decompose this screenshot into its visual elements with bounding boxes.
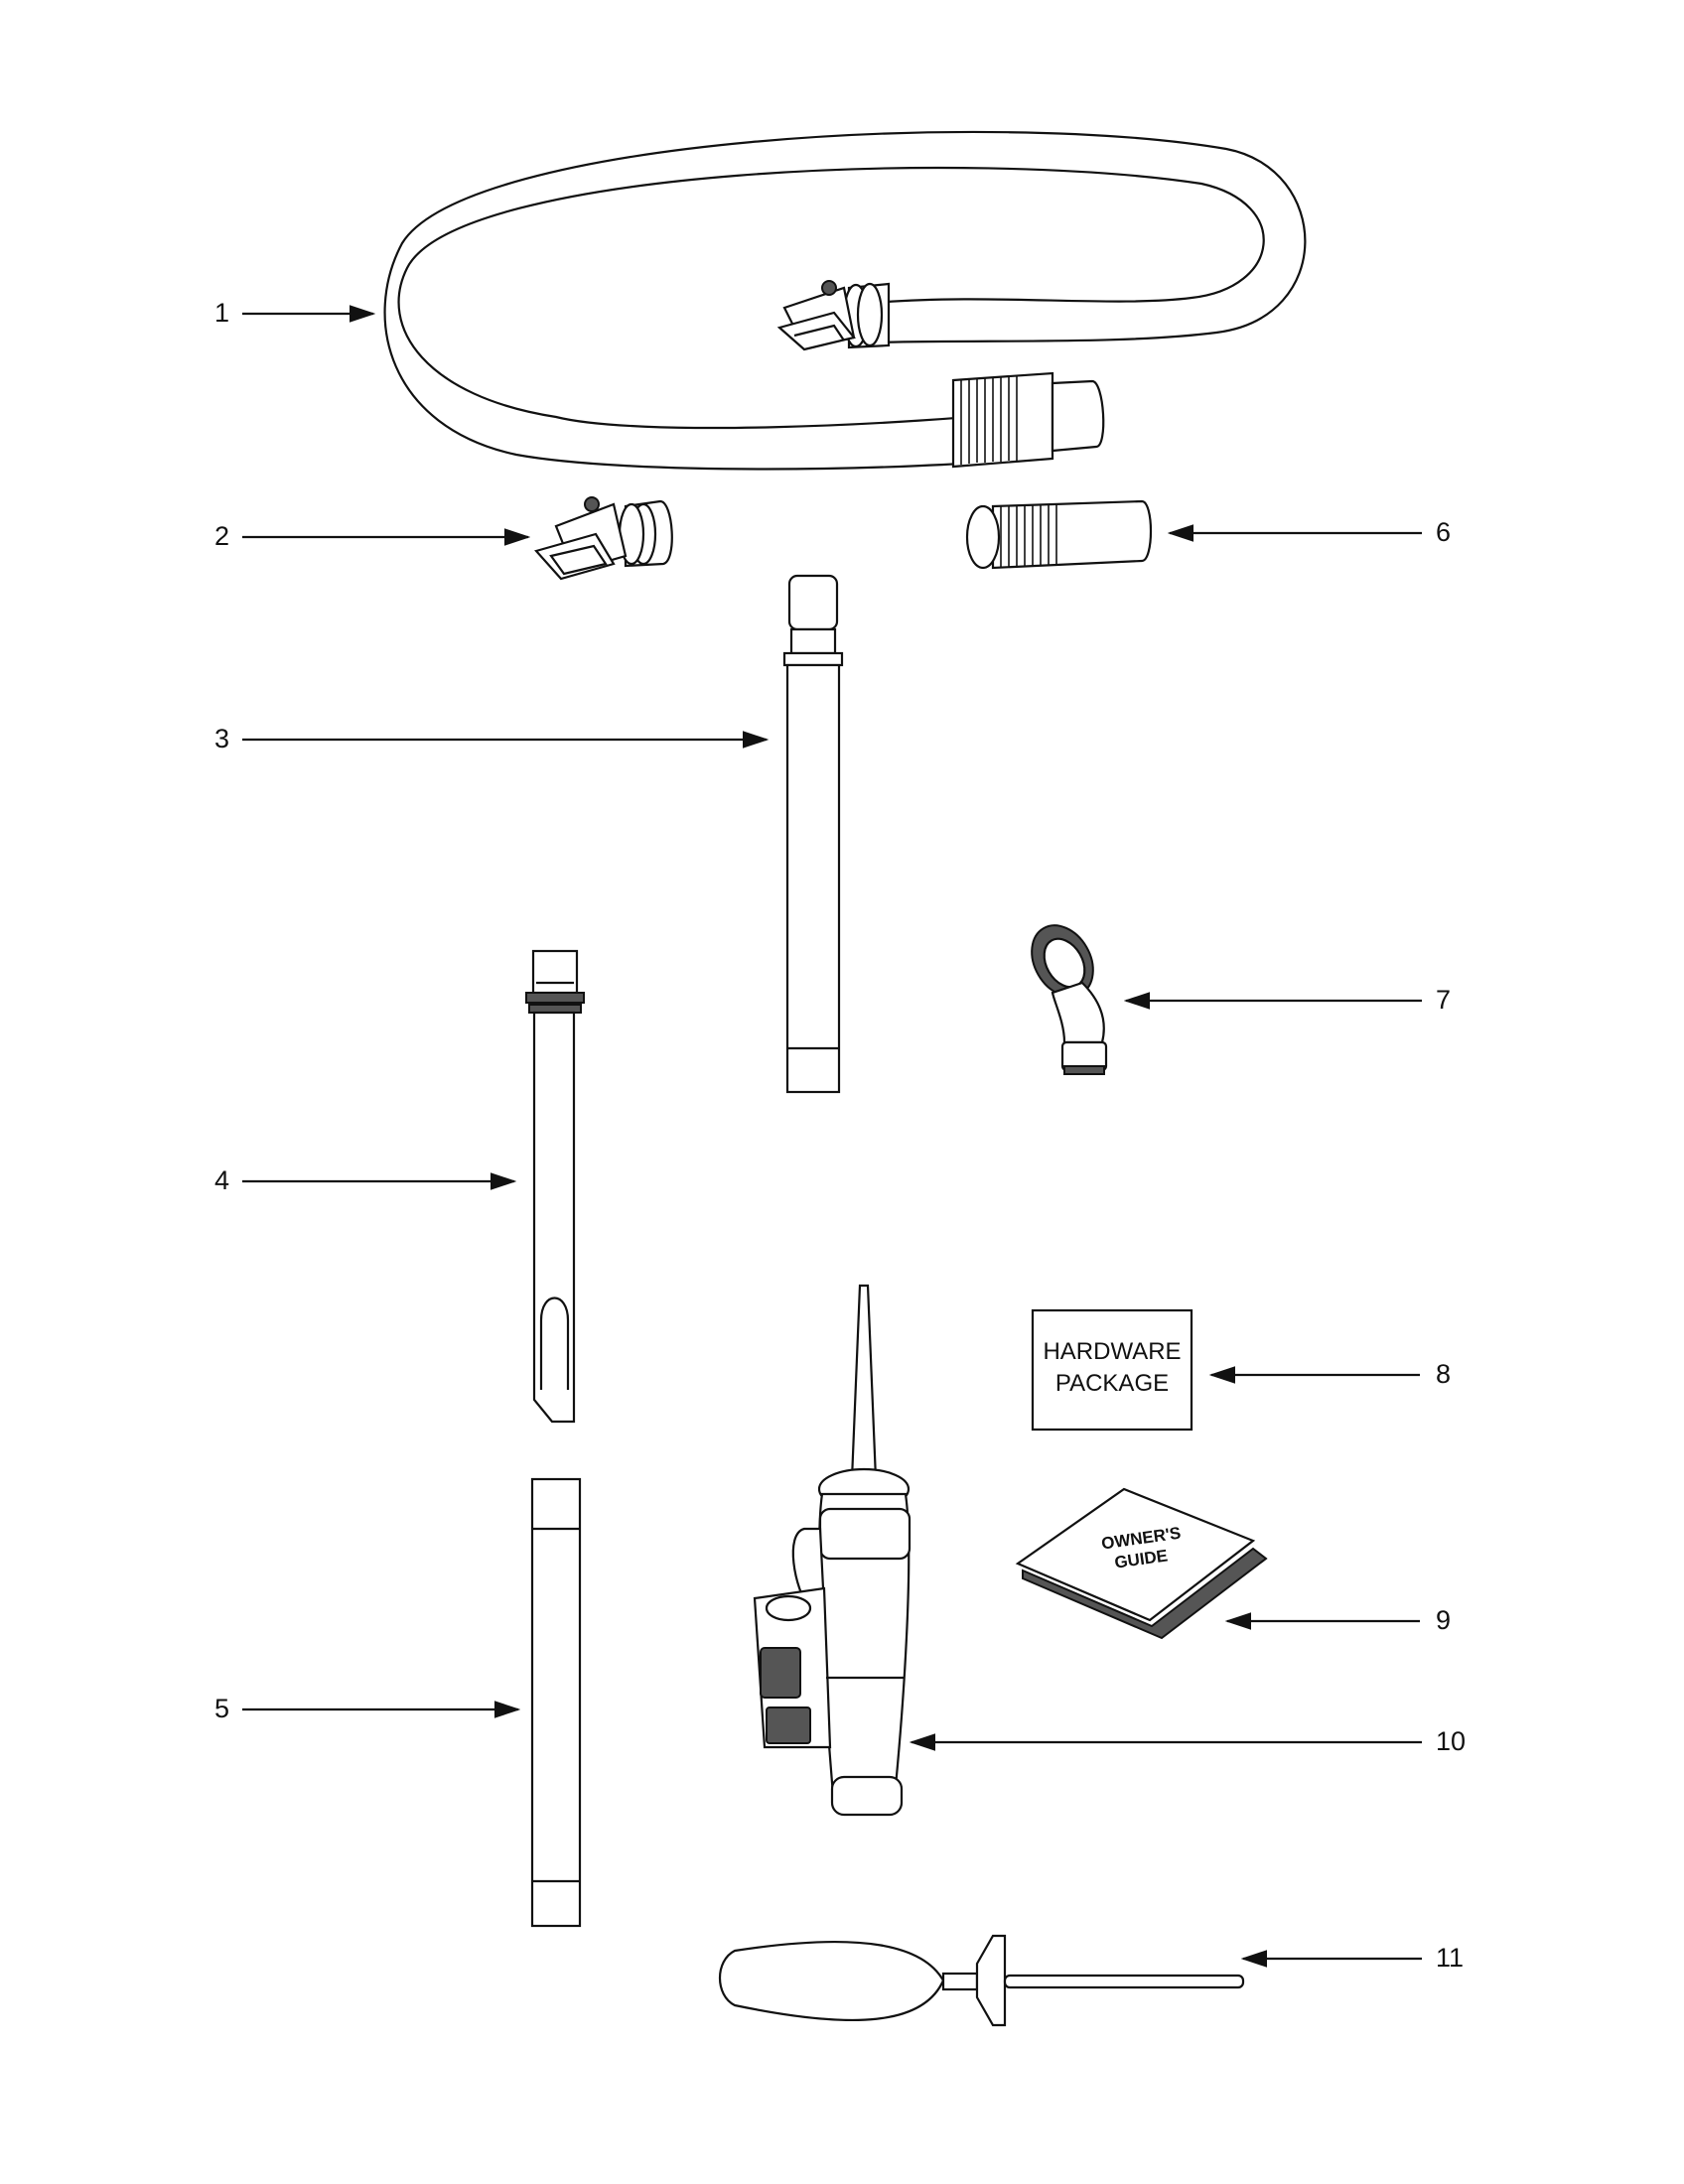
part-number-11: 11 [1436, 1943, 1465, 1973]
part-1-hose [383, 130, 1307, 471]
part-number-5: 5 [214, 1694, 230, 1723]
hardware-box-line2: PACKAGE [1055, 1370, 1169, 1397]
part-6-threaded-coupling [965, 499, 1153, 570]
part-10-hand-vacuum [753, 1284, 912, 1817]
part-11-dusting-tool [719, 1934, 1245, 2027]
part-8-hardware-package: HARDWARE PACKAGE [1031, 1308, 1193, 1432]
part-3-extension-wand [782, 574, 844, 1094]
part-2-swivel-connector [534, 496, 673, 581]
part-number-7: 7 [1436, 985, 1452, 1015]
part-number-9: 9 [1436, 1605, 1452, 1635]
leader-lines [242, 305, 1422, 1968]
part-number-6: 6 [1436, 517, 1452, 547]
part-4-crevice-tool [525, 949, 585, 1424]
part-number-2: 2 [214, 521, 230, 551]
part-number-10: 10 [1436, 1726, 1467, 1756]
part-9-owners-guide: OWNER'S GUIDE [1015, 1487, 1268, 1640]
part-number-3: 3 [214, 724, 230, 753]
part-number-8: 8 [1436, 1359, 1452, 1389]
part-number-4: 4 [214, 1165, 230, 1195]
part-7-elbow-adapter [1031, 924, 1108, 1075]
hardware-box-line1: HARDWARE [1043, 1338, 1181, 1365]
part-5-straight-wand [530, 1477, 582, 1928]
part-number-1: 1 [214, 298, 230, 328]
